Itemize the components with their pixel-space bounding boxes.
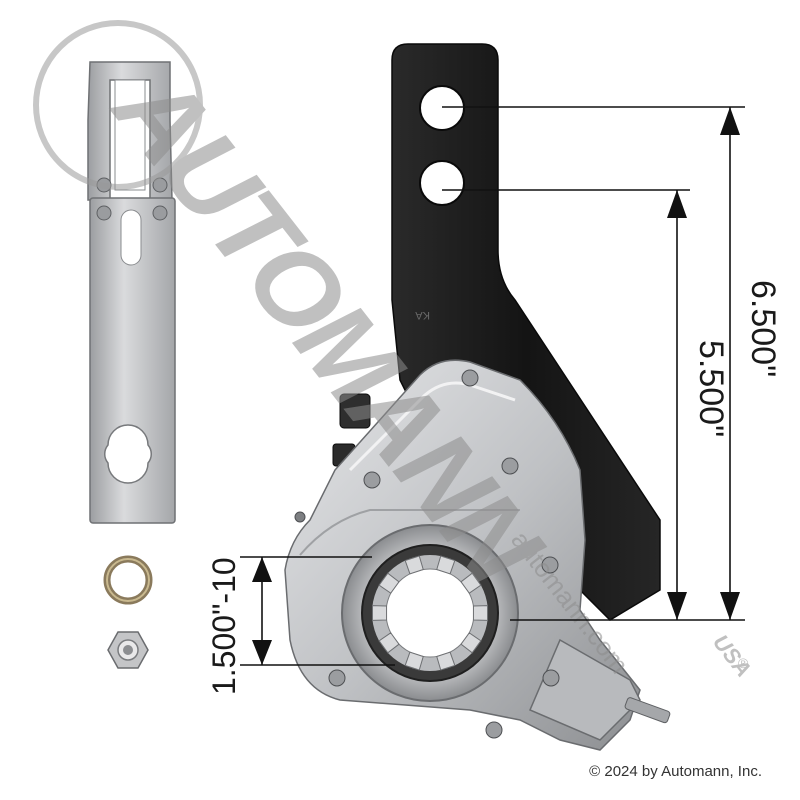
- dimension-label-5500: 5.500": [692, 340, 730, 437]
- dimension-arrows: [252, 107, 740, 665]
- spline-tooth: [460, 632, 482, 654]
- dimension-label-6500: 6.500": [744, 280, 782, 377]
- spline-tooth: [404, 651, 424, 671]
- spline-tooth: [404, 555, 424, 575]
- spline-tooth: [378, 632, 400, 654]
- mounting-bracket: [87, 61, 176, 524]
- adjuster-bolt: [332, 393, 371, 467]
- hex-nut: [107, 631, 149, 669]
- spline-tooth: [436, 555, 456, 575]
- spline-tooth: [472, 605, 489, 621]
- spline-tooth: [436, 651, 456, 671]
- spline-tooth: [378, 572, 400, 594]
- registered-mark-icon: ®: [738, 655, 749, 671]
- copyright-notice: © 2024 by Automann, Inc.: [589, 763, 762, 780]
- watermark-region-text: USA: [708, 630, 756, 682]
- dimension-lines: [240, 106, 745, 666]
- washer: [103, 555, 153, 605]
- arm-side-mark: KA: [415, 309, 430, 321]
- dimension-label-1500: 1.500"-10: [206, 557, 242, 695]
- spline-tooth: [460, 572, 482, 594]
- spline-tooth-group: [371, 555, 489, 671]
- spline-tooth: [371, 605, 388, 621]
- slack-adjuster-arm: 203 KA: [391, 43, 661, 621]
